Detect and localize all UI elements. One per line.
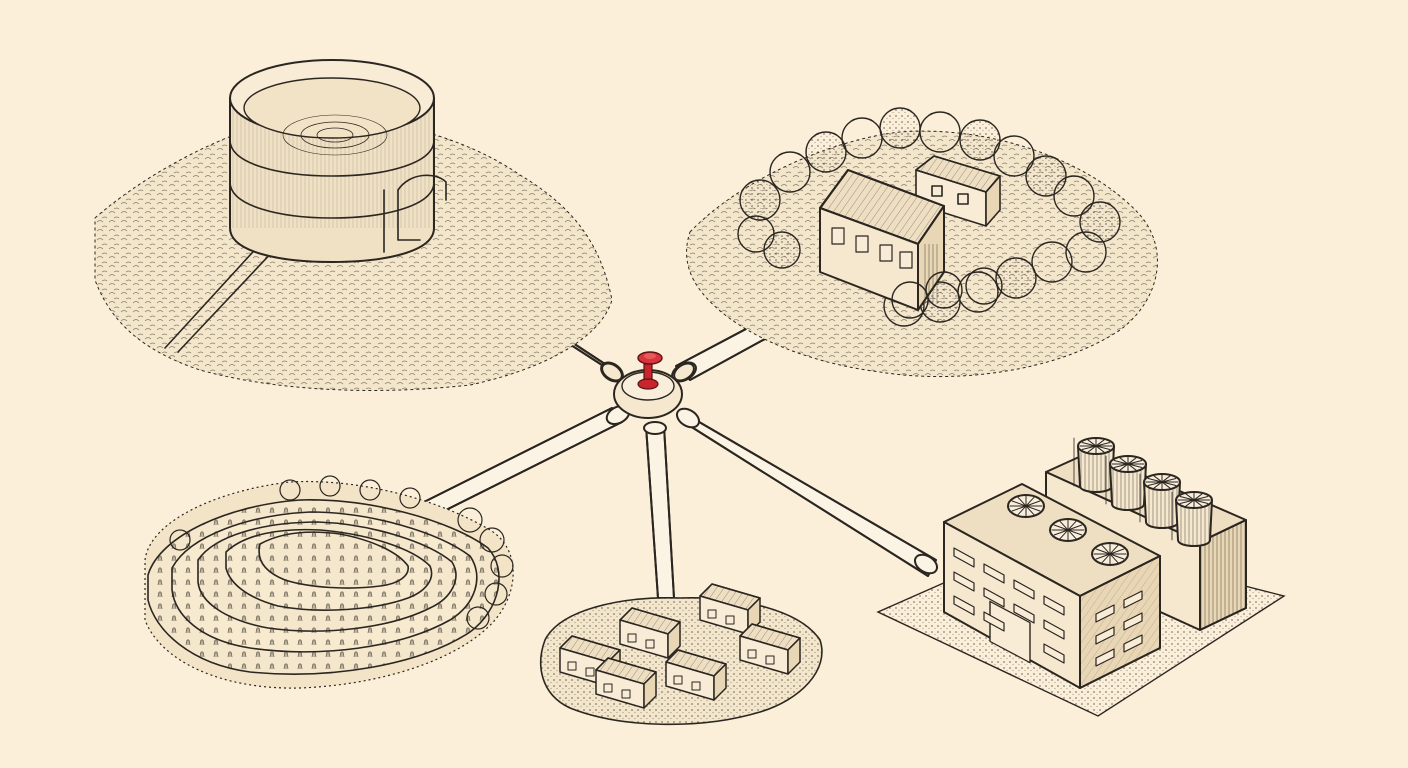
cooling-tower — [1171, 491, 1213, 547]
fan-icon — [1091, 542, 1129, 566]
window — [1043, 595, 1065, 616]
rooftop-fans — [1007, 494, 1129, 566]
cooling-tower — [1139, 473, 1181, 529]
house — [739, 623, 801, 675]
window — [983, 587, 1005, 608]
cooling-tower — [1105, 455, 1147, 511]
reservoir-tank — [229, 59, 447, 263]
fan-icon — [1007, 494, 1045, 518]
distribution-hub — [601, 362, 695, 419]
window — [983, 563, 1005, 584]
terraced-farm — [144, 475, 514, 689]
window — [1013, 603, 1035, 624]
factory-windows — [953, 547, 1143, 667]
pipe-hub-factory — [675, 407, 939, 577]
house — [619, 607, 681, 659]
window — [953, 547, 975, 568]
window — [1095, 604, 1115, 623]
window — [1123, 634, 1143, 653]
window — [1095, 648, 1115, 667]
valve-handle-icon[interactable] — [637, 351, 663, 390]
cooling-towers — [1073, 437, 1213, 547]
window — [1013, 579, 1035, 600]
village — [539, 583, 823, 726]
factory-main-building — [943, 483, 1161, 689]
pipe-hub-farm — [423, 404, 631, 517]
window — [953, 595, 975, 616]
window — [1123, 590, 1143, 609]
house — [595, 657, 657, 709]
window — [1043, 643, 1065, 664]
window — [1043, 619, 1065, 640]
window — [1123, 612, 1143, 631]
village-houses — [559, 583, 801, 709]
window — [983, 611, 1005, 632]
treatment-grove — [686, 107, 1158, 378]
fan-icon — [1049, 518, 1087, 542]
window — [953, 571, 975, 592]
pipe-hub-village — [643, 421, 675, 599]
factory — [876, 437, 1286, 717]
cooling-tower — [1073, 437, 1115, 493]
window — [1095, 626, 1115, 645]
house — [665, 649, 727, 701]
